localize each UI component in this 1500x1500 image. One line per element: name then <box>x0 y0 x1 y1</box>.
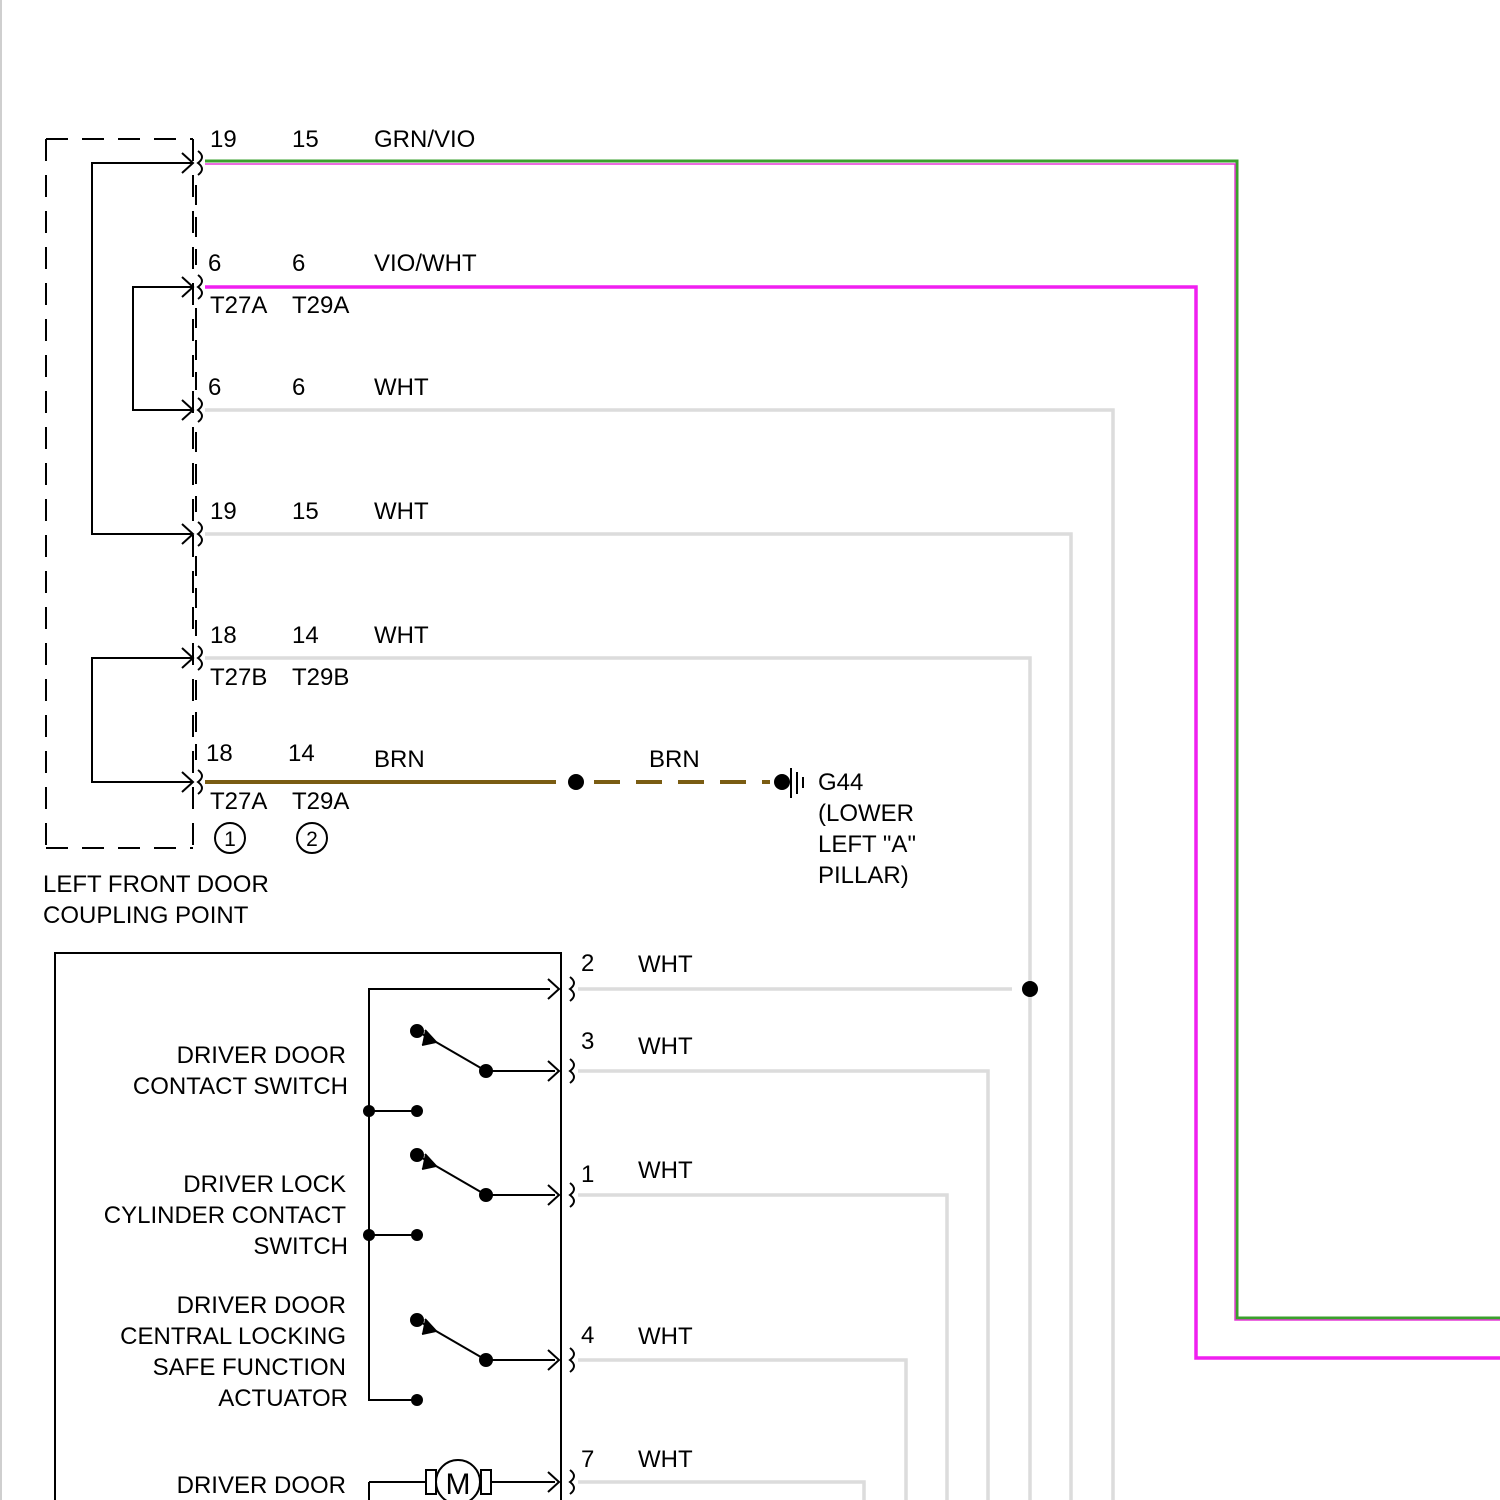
coupling-label-line2: COUPLING POINT <box>43 902 249 929</box>
ground-symbol-icon <box>791 768 803 798</box>
module-color-3: WHT <box>638 1323 693 1350</box>
wire-color-0: GRN/VIO <box>374 126 475 153</box>
ground-location-1: (LOWER <box>818 800 914 827</box>
ground-wire-label: BRN <box>649 746 700 773</box>
wire-color-1: VIO/WHT <box>374 250 477 277</box>
module-color-2: WHT <box>638 1157 693 1184</box>
conn-b-1: T29A <box>292 292 349 319</box>
conn-a-5: T27A <box>210 788 267 815</box>
ground-id: G44 <box>818 769 863 796</box>
wire-grn-vio <box>205 161 1500 1320</box>
module-pin-0: 2 <box>581 950 594 977</box>
module-color-0: WHT <box>638 951 693 978</box>
lock-cylinder-label-2: CYLINDER CONTACT <box>104 1202 347 1229</box>
conn-a-1: T27A <box>210 292 267 319</box>
pin-b-4: 14 <box>292 622 319 649</box>
lock-cylinder-label-1: DRIVER LOCK <box>183 1171 346 1198</box>
wire-color-5: BRN <box>374 746 425 773</box>
pin-a-3: 19 <box>210 498 237 525</box>
coupling-label-line1: LEFT FRONT DOOR <box>43 871 269 898</box>
lock-cylinder-switch-icon <box>411 1149 555 1201</box>
module-color-4: WHT <box>638 1446 693 1473</box>
wire-color-4: WHT <box>374 622 429 649</box>
pin-b-5: 14 <box>288 740 315 767</box>
safe-function-label-1: DRIVER DOOR <box>177 1292 346 1319</box>
coupling-point-enclosure <box>46 139 193 848</box>
conn-b-4: T29B <box>292 664 349 691</box>
contact-switch-label-2: CONTACT SWITCH <box>133 1073 348 1100</box>
ground-end-dot <box>774 774 790 790</box>
module-wire-pin7 <box>578 1482 864 1500</box>
module-wire-pin4 <box>578 1360 906 1500</box>
safe-function-label-4: ACTUATOR <box>218 1385 348 1412</box>
coupling-pin-labels: 19 15 GRN/VIO 6 6 VIO/WHT T27A T29A 6 6 … <box>206 126 477 815</box>
component-labels: DRIVER DOOR CONTACT SWITCH DRIVER LOCK C… <box>104 1042 348 1499</box>
safe-function-label-2: CENTRAL LOCKING <box>120 1323 346 1350</box>
contact-switch-label-1: DRIVER DOOR <box>177 1042 346 1069</box>
ground-location-2: LEFT "A" <box>818 831 916 858</box>
module-pin-3: 4 <box>581 1322 594 1349</box>
module-pin-labels: 2 WHT 3 WHT 1 WHT 4 WHT 7 WHT <box>581 950 693 1473</box>
pin-a-5: 18 <box>206 740 233 767</box>
contact-switch-icon <box>411 1025 555 1077</box>
module-pin-4: 7 <box>581 1446 594 1473</box>
module-wire-pin1 <box>578 1195 947 1500</box>
callout-1-number: 1 <box>224 828 236 851</box>
lock-cylinder-label-3: SWITCH <box>253 1233 348 1260</box>
pin-a-4: 18 <box>210 622 237 649</box>
pin-b-1: 6 <box>292 250 305 277</box>
module-wire-pin3 <box>578 1071 988 1500</box>
pin-b-2: 6 <box>292 374 305 401</box>
ground-location-3: PILLAR) <box>818 862 909 889</box>
callout-2: 2 <box>297 823 327 853</box>
callout-1: 1 <box>215 823 245 853</box>
pin-b-0: 15 <box>292 126 319 153</box>
module-pin-1: 3 <box>581 1028 594 1055</box>
motor-label: DRIVER DOOR <box>177 1472 346 1499</box>
conn-a-4: T27B <box>210 664 267 691</box>
splice-dot-pin2 <box>1022 981 1038 997</box>
pin-a-1: 6 <box>208 250 221 277</box>
pin-b-3: 15 <box>292 498 319 525</box>
callout-2-number: 2 <box>306 828 318 851</box>
wire-color-2: WHT <box>374 374 429 401</box>
safe-function-label-3: SAFE FUNCTION <box>153 1354 346 1381</box>
conn-b-5: T29A <box>292 788 349 815</box>
motor-symbol: M <box>446 1468 471 1500</box>
module-pin-2: 1 <box>581 1161 594 1188</box>
wire-color-3: WHT <box>374 498 429 525</box>
safe-function-switch-icon <box>411 1314 555 1366</box>
pin-a-2: 6 <box>208 374 221 401</box>
coupling-internal-jumpers <box>92 163 193 782</box>
pin-a-0: 19 <box>210 126 237 153</box>
module-color-1: WHT <box>638 1033 693 1060</box>
splice-dot-brn <box>568 774 584 790</box>
